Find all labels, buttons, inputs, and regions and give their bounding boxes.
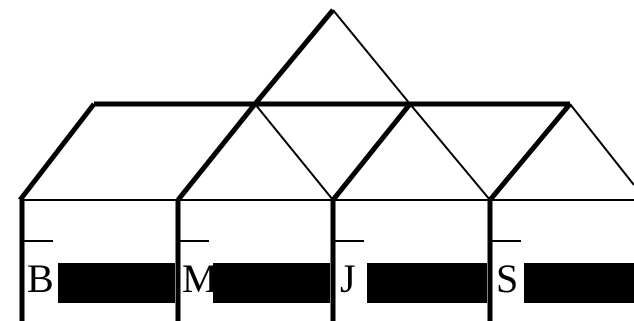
roof-diagonal-4	[570, 104, 634, 185]
house-j: J	[333, 241, 487, 303]
house-b: B	[22, 241, 175, 303]
house-letter-m: M	[182, 256, 218, 301]
house-letter-j: J	[340, 256, 356, 301]
roof-front-2	[178, 104, 255, 200]
roof-diagonal-3	[410, 104, 490, 200]
name-bar-s	[524, 263, 634, 303]
name-bar-b	[58, 263, 175, 303]
roof-diagonal-2	[255, 104, 333, 200]
house-m: M	[178, 241, 330, 303]
roof-front-4	[490, 104, 570, 200]
peak-right-edge	[333, 10, 410, 104]
name-bar-j	[367, 263, 487, 303]
house-letter-b: B	[27, 256, 54, 301]
peak-left-edge	[255, 10, 333, 104]
roof-front-1	[20, 104, 94, 200]
roof-front-3	[333, 104, 410, 200]
name-bar-m	[213, 263, 330, 303]
house-s: S	[490, 241, 634, 303]
house-letter-s: S	[496, 256, 518, 301]
